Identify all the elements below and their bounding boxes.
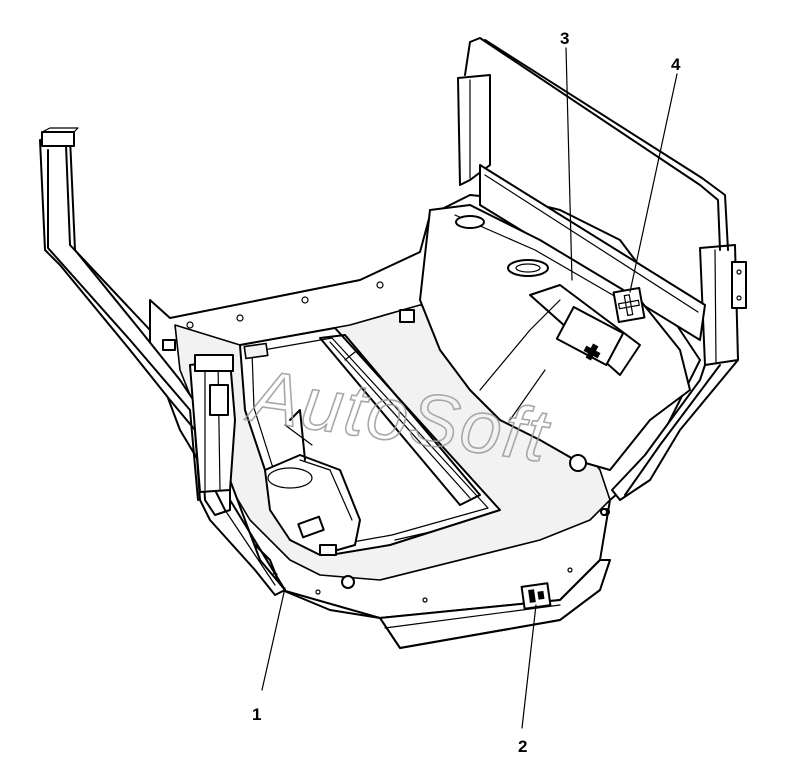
storage-console: [419, 204, 691, 516]
first-aid-cross-icon: [583, 343, 601, 361]
callout-1: 1: [252, 705, 261, 724]
right-frame: [457, 37, 747, 501]
callout-3: 3: [560, 29, 569, 48]
fire-extinguisher-sign-icon: [520, 582, 552, 610]
callout-leaders: [261, 47, 678, 729]
callout-4: 4: [671, 55, 681, 74]
floor-details: [162, 281, 573, 603]
first-aid-sign-icon: [612, 286, 646, 324]
fire-extinguisher: [264, 409, 608, 589]
callout-2: 2: [518, 737, 527, 756]
